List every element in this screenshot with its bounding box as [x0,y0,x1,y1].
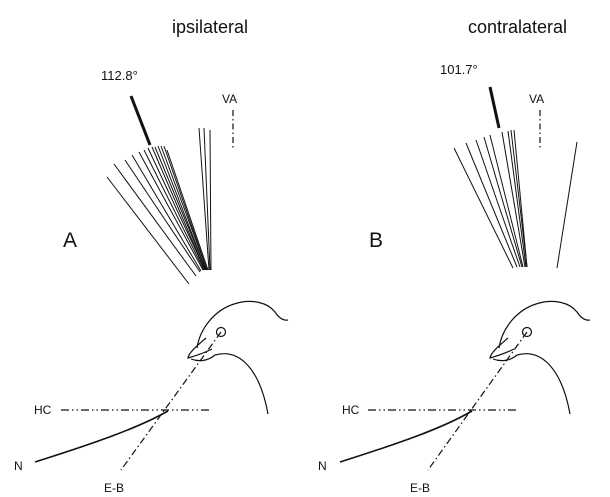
throat-contour [214,353,269,415]
panel-b-vertical-axis-label: VA [529,92,544,106]
orientation-line [453,147,514,269]
panel-a-beak-axis-label: E-B [104,481,124,495]
orientation-line [489,134,524,268]
panel-b: contralateral 101.7° VA B HC [318,17,591,495]
lower-beak [190,354,216,362]
orientation-line [483,136,523,268]
orientation-line [113,163,197,277]
panel-b-bird-head [489,300,591,415]
panel-b-letter: B [369,229,383,252]
orientation-line [556,141,578,269]
orientation-line [138,151,204,271]
panel-b-n-label: N [318,459,327,473]
orientation-line [131,154,202,272]
throat-contour [516,353,571,415]
orientation-line [198,127,210,271]
upper-beak [489,337,515,359]
orientation-line [124,159,201,273]
panel-b-title: contralateral [468,17,567,37]
panel-b-orientation-lines [453,129,578,269]
eye-icon [521,326,533,338]
orientation-line [203,127,211,271]
upper-beak [187,337,213,359]
orientation-line [166,149,209,271]
panel-a-n-axis [34,410,169,463]
panel-a: ipsilateral 112.8° VA A [14,17,289,495]
orientation-line [475,139,521,268]
panel-b-n-axis [339,410,473,463]
panel-a-mean-vector [129,95,152,146]
panel-a-vertical-axis-label: VA [222,92,237,106]
panel-a-n-label: N [14,459,23,473]
panel-a-letter: A [63,229,77,252]
orientation-line [151,146,206,271]
orientation-line [465,142,518,268]
panel-a-orientation-lines [106,127,212,285]
panel-b-mean-vector [488,86,501,129]
panel-b-beak-axis [427,331,528,471]
panel-a-title: ipsilateral [172,17,248,37]
head-top-contour [196,300,289,349]
orientation-line [501,131,526,268]
panel-b-mean-angle-label: 101.7° [440,62,478,77]
panel-a-horizontal-label: HC [34,403,52,417]
orientation-line [143,149,205,271]
panel-a-mean-angle-label: 112.8° [101,68,138,83]
orientation-line [147,147,206,271]
panel-a-beak-axis [120,331,222,471]
orientation-line [106,176,190,285]
orientation-line [209,129,212,271]
orientation-line [157,145,207,271]
panel-a-bird-head [187,300,289,415]
eye-icon [215,326,227,338]
orientation-line [507,130,527,268]
panel-b-horizontal-label: HC [342,403,360,417]
head-top-contour [498,300,591,349]
lower-beak [492,354,518,362]
panel-b-beak-axis-label: E-B [410,481,430,495]
orientation-line [154,146,207,271]
orientation-line [163,145,208,271]
orientation-line [513,129,528,268]
